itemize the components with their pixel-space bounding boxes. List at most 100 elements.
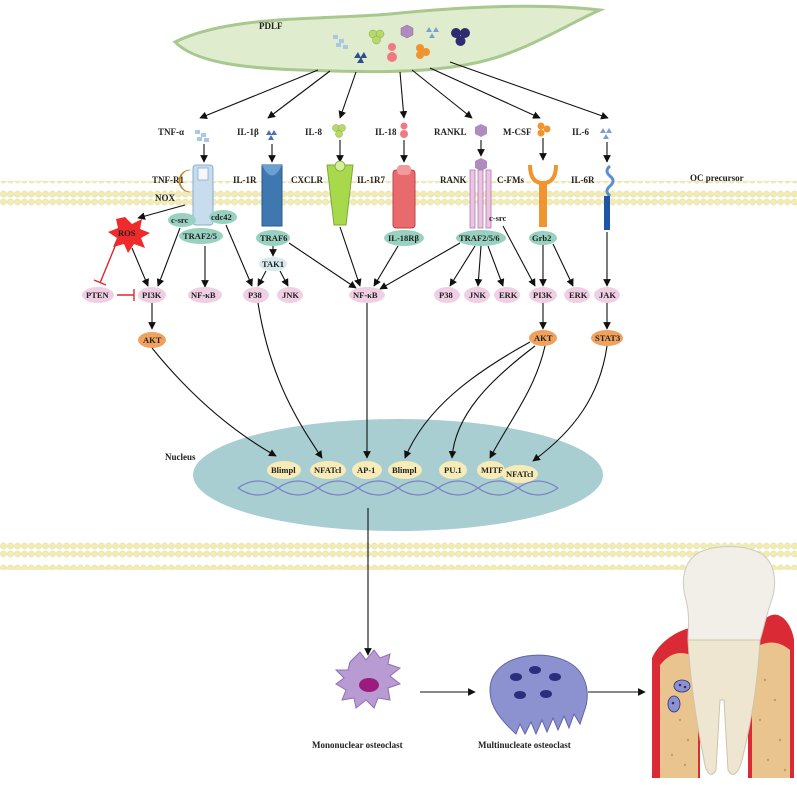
traf6-label: TRAF6 (260, 233, 287, 243)
receptor-il1r: IL-1R (233, 175, 257, 185)
grb2-label: Grb2 (532, 233, 551, 243)
jak-label: JAK (599, 290, 616, 300)
nucleus-label: Nucleus (165, 452, 196, 462)
receptor-tnfr1: TNF-R1 (152, 175, 184, 185)
akt-node-2 (529, 330, 557, 346)
nfatc1-label-1: NFATcl (314, 465, 342, 475)
il1r-receptor (261, 164, 283, 227)
receptor-cxclr: CXCLR (291, 175, 324, 185)
pten-label: PTEN (86, 290, 110, 300)
p38-node-2 (434, 287, 460, 303)
erk-label-1: ERK (499, 290, 518, 300)
pi3k-label-1: PI3K (142, 290, 162, 300)
ligand-tnf-alpha: TNF-α (158, 127, 184, 137)
nfatc1-node-1 (310, 461, 346, 479)
cfms-receptor (528, 164, 558, 227)
ap1-label: AP-1 (357, 465, 375, 475)
traf256-label: TRAF2/5/6 (459, 233, 500, 243)
il18rb-node (384, 230, 424, 246)
dna-strand (237, 480, 559, 496)
mononuclear-label: Mononuclear osteoclast (312, 740, 403, 750)
pi3k-label-2: PI3K (533, 290, 553, 300)
erk-label-2: ERK (569, 290, 588, 300)
blimp1-node-2 (388, 461, 422, 479)
ligand-il6: IL-6 (572, 127, 590, 137)
stat3-label: STAT3 (595, 333, 620, 343)
nfkb-node-1 (188, 287, 222, 303)
cdc42-label: cdc42 (211, 212, 232, 222)
tak1-label: TAK1 (262, 259, 284, 269)
nfkb-label-2: NF-κB (353, 290, 378, 300)
mitf-node (477, 461, 505, 479)
tnf-icon (195, 130, 209, 142)
il1r7-cap (397, 165, 411, 175)
multinucleate-osteoclast (489, 654, 588, 736)
il18rb-label: IL-18Rβ (388, 233, 419, 243)
csrc-label-2: c-src (489, 213, 507, 223)
pu1-label: PU.1 (444, 465, 462, 475)
nfkb-node-2 (349, 287, 385, 303)
akt-label-1: AKT (143, 335, 162, 345)
stat3-node (591, 330, 623, 346)
ligand-receptor-arrows (200, 138, 611, 163)
pten-node (82, 287, 114, 303)
csrc-label-1: c-src (171, 215, 189, 225)
p38-label-2: P38 (439, 290, 453, 300)
pi3k-node-2 (529, 287, 557, 303)
akt-node-1 (138, 332, 166, 348)
mononuclear-osteoclast (334, 649, 402, 709)
cxclr-receptor (326, 164, 354, 226)
traf25-label: TRAF2/5 (183, 231, 217, 241)
receptor-rank: RANK (440, 175, 467, 185)
jnk-node-2 (464, 287, 490, 303)
p38-label-1: P38 (248, 290, 262, 300)
erk-node-2 (564, 287, 590, 303)
rankl-icon (475, 124, 487, 137)
ligand-il1b: IL-1β (237, 127, 259, 137)
cell-membrane-bottom (0, 540, 797, 570)
pu1-node (439, 461, 467, 479)
ap1-node (352, 461, 382, 479)
jnk-label-1: JNK (282, 290, 299, 300)
receptor-il6r: IL-6R (571, 175, 595, 185)
tooth-bone-illustration (652, 546, 794, 778)
il6r-receptor (604, 164, 615, 230)
traf25-node (179, 228, 223, 244)
tak1-node (259, 257, 287, 271)
tnfr1-receptor (192, 164, 214, 226)
jnk-label-2: JNK (469, 290, 486, 300)
secretion-arrows (199, 61, 609, 120)
mcsf-icon (537, 122, 551, 137)
mitf-label: MITF (481, 465, 503, 475)
oc-precursor-label: OC precursor (690, 173, 744, 183)
jak-node (594, 287, 620, 303)
jnk-node-1 (277, 287, 303, 303)
rank-receptor (469, 158, 492, 229)
akt-label-2: AKT (534, 333, 553, 343)
blimp1-node-1 (267, 461, 301, 479)
ligand-rankl: RANKL (434, 127, 467, 137)
nfatc1-node-2 (502, 465, 538, 483)
erk-node-1 (494, 287, 520, 303)
receptor-il1r7: IL-1R7 (357, 175, 386, 185)
receptor-cfms: C-FMs (497, 175, 524, 185)
cytokine-granules (333, 24, 470, 63)
blimp1-label-1: Blimpl (271, 465, 296, 475)
nox-label: NOX (155, 193, 176, 203)
traf256-node (456, 230, 506, 246)
cdc42-node (209, 210, 237, 224)
nox-shape (178, 169, 191, 193)
intracellular-arrows (131, 204, 611, 330)
il18-icon (400, 122, 408, 138)
traf6-node (256, 230, 290, 246)
p38-node-1 (243, 287, 269, 303)
ligand-il8: IL-8 (305, 127, 323, 137)
il1r7-receptor (392, 169, 416, 229)
il6-icon (600, 128, 612, 139)
ligand-mcsf: M-CSF (503, 127, 532, 137)
nfatc1-label-2: NFATcl (506, 469, 534, 479)
il8-icon (332, 124, 346, 138)
blimp1-label-2: Blimpl (392, 465, 417, 475)
pi3k-node-1 (138, 287, 166, 303)
